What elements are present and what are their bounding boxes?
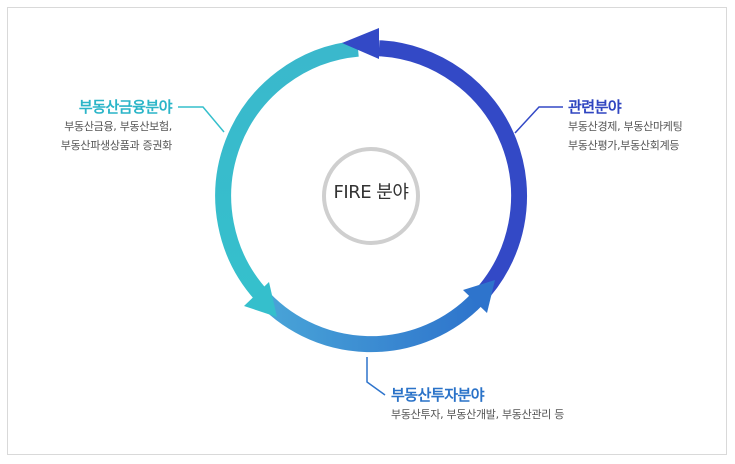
finance-desc-2: 부동산파생상품과 증권화 bbox=[60, 139, 173, 152]
center-circle bbox=[322, 147, 420, 245]
finance-title: 부동산금융분야 bbox=[78, 98, 173, 116]
label-related: 관련분야 부동산경제, 부동산마케팅 부동산평가,부동산회계등 bbox=[568, 96, 683, 155]
diagram-frame: FIRE 분야 부동산금융분야 부동산금융, 부동산보험, 부동산파생상품과 증… bbox=[7, 7, 727, 455]
arc-finance bbox=[215, 40, 359, 303]
related-title: 관련분야 bbox=[568, 98, 622, 116]
related-desc-2: 부동산평가,부동산회계등 bbox=[568, 139, 680, 152]
arc-investment bbox=[252, 287, 484, 353]
investment-desc-1: 부동산투자, 부동산개발, 부동산관리 등 bbox=[391, 408, 565, 421]
arrow-head-top bbox=[342, 28, 379, 59]
center-label: FIRE 분야 bbox=[333, 182, 409, 203]
arrow-head-left bbox=[244, 282, 277, 317]
label-finance: 부동산금융분야 부동산금융, 부동산보험, 부동산파생상품과 증권화 bbox=[60, 96, 173, 155]
finance-desc-1: 부동산금융, 부동산보험, bbox=[64, 120, 172, 133]
related-desc-1: 부동산경제, 부동산마케팅 bbox=[568, 120, 683, 133]
arc-related bbox=[378, 40, 527, 305]
leader-line-related bbox=[514, 106, 563, 134]
leader-line-investment bbox=[366, 357, 386, 396]
label-investment: 부동산투자분야 부동산투자, 부동산개발, 부동산관리 등 bbox=[391, 384, 564, 424]
arrow-head-right bbox=[463, 280, 495, 313]
investment-title: 부동산투자분야 bbox=[391, 386, 485, 404]
leader-line-finance bbox=[178, 106, 225, 133]
